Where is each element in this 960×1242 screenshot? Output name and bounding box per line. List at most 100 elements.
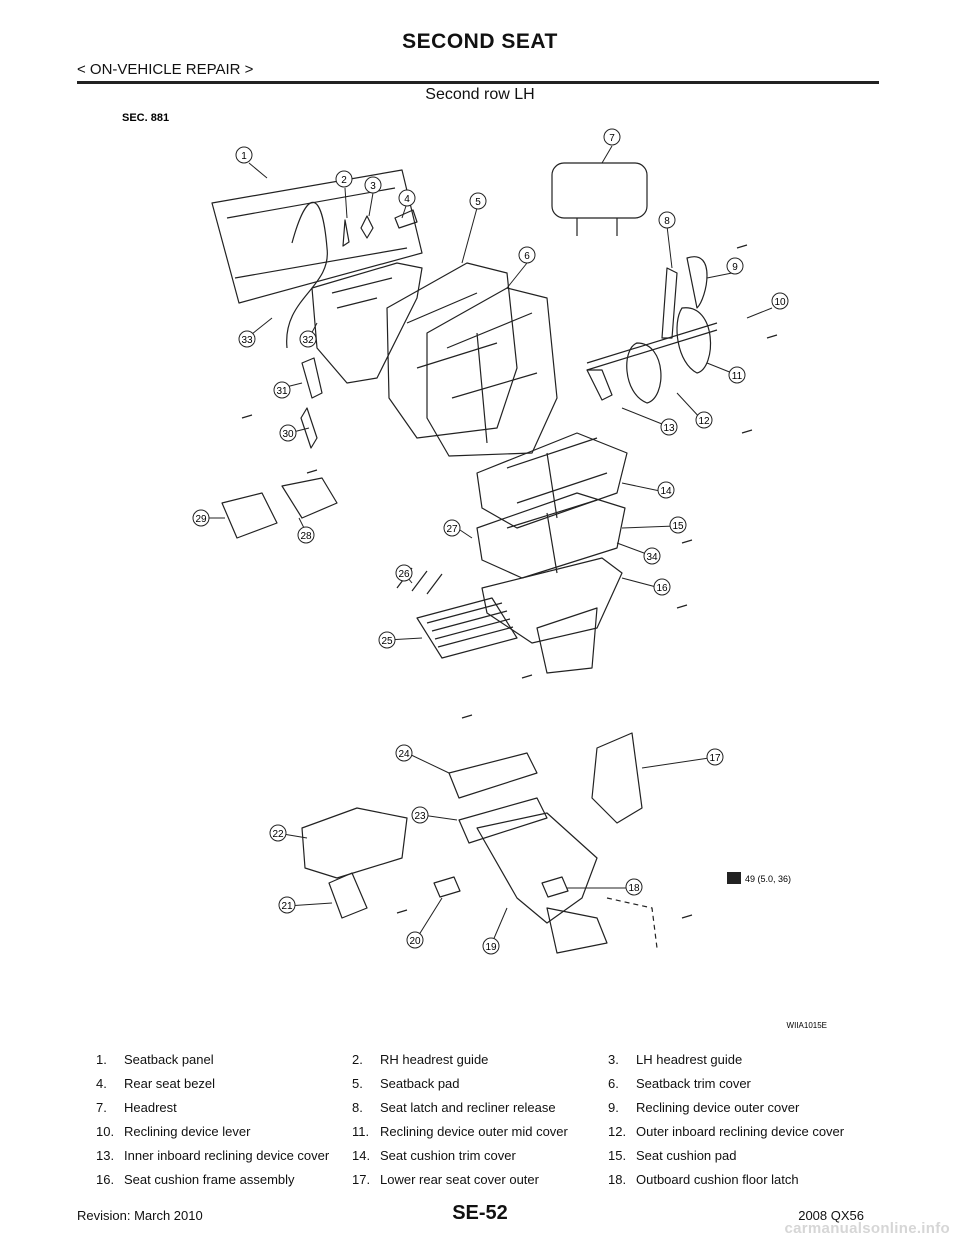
svg-text:49 (5.0, 36): 49 (5.0, 36) — [745, 874, 791, 884]
part-number: 17. — [352, 1172, 371, 1187]
part-23-shape — [458, 797, 548, 844]
part-name: LH headrest guide — [636, 1052, 743, 1067]
part-number: 2. — [352, 1052, 363, 1067]
svg-text:9: 9 — [732, 262, 738, 273]
callout-16: 16 — [653, 578, 671, 596]
part-name: Seat cushion pad — [636, 1148, 737, 1163]
torque-wrench-icon — [727, 872, 741, 884]
svg-text:6: 6 — [524, 251, 530, 262]
svg-text:33: 33 — [241, 335, 253, 346]
svg-text:34: 34 — [646, 552, 658, 563]
part-number: 6. — [608, 1076, 619, 1091]
svg-text:16: 16 — [656, 583, 668, 594]
part-24-shape — [448, 752, 538, 799]
callout-11: 11 — [728, 366, 746, 384]
svg-text:15: 15 — [672, 521, 684, 532]
part-name: Headrest — [124, 1100, 177, 1115]
torque-spec: 49 (5.0, 36) — [727, 872, 791, 884]
part-name: Reclining device lever — [124, 1124, 251, 1139]
svg-text:12: 12 — [698, 416, 710, 427]
figure-code: WIIA1015E — [787, 1021, 827, 1030]
svg-text:23: 23 — [414, 811, 426, 822]
svg-text:2: 2 — [341, 175, 347, 186]
callout-19: 19 — [482, 937, 500, 955]
svg-text:27: 27 — [446, 524, 458, 535]
section-subtitle: Second row LH — [425, 86, 535, 103]
callout-9: 9 — [726, 257, 744, 275]
part-entry: 4. Rear seat bezel — [96, 1076, 352, 1100]
callout-21: 21 — [278, 896, 296, 914]
callout-25: 25 — [378, 631, 396, 649]
part-entry: 16.Seat cushion frame assembly — [96, 1172, 352, 1196]
part-number: 11. — [352, 1124, 370, 1139]
callout-20: 20 — [406, 931, 424, 949]
part-entry: 12.Outer inboard reclining device cover — [608, 1124, 886, 1148]
callout-30: 30 — [279, 424, 297, 442]
exploded-seat-diagram: SEC. 881 — [122, 112, 827, 1030]
part-entry: 17.Lower rear seat cover outer — [352, 1172, 608, 1196]
callout-33: 33 — [238, 330, 256, 348]
svg-text:25: 25 — [381, 636, 393, 647]
svg-text:13: 13 — [663, 423, 675, 434]
svg-text:4: 4 — [404, 194, 410, 205]
part-name: Rear seat bezel — [124, 1076, 216, 1091]
callout-4: 4 — [398, 189, 416, 207]
callout-5: 5 — [469, 192, 487, 210]
svg-text:10: 10 — [774, 297, 786, 308]
callout-31: 31 — [273, 381, 291, 399]
callout-12: 12 — [695, 411, 713, 429]
callout-14: 14 — [657, 481, 675, 499]
watermark: carmanualsonline.info — [784, 1220, 950, 1237]
section-label: SEC. 881 — [122, 112, 169, 124]
svg-text:7: 7 — [609, 133, 615, 144]
svg-text:24: 24 — [398, 749, 410, 760]
svg-text:11: 11 — [732, 371, 743, 382]
parts-row: 7. Headrest 8. Seat latch and recliner rele… — [96, 1100, 886, 1124]
part-number: 4. — [96, 1076, 107, 1091]
svg-text:26: 26 — [398, 569, 410, 580]
callout-1: 1 — [235, 146, 253, 164]
part-name: Reclining device outer cover — [636, 1100, 800, 1115]
svg-text:3: 3 — [370, 181, 376, 192]
part-name: Seatback trim cover — [636, 1076, 751, 1091]
part-entry: 6. Seatback trim cover — [608, 1076, 886, 1100]
part-number: 7. — [96, 1100, 107, 1115]
part-entry: 7. Headrest — [96, 1100, 352, 1124]
part-number: 1. — [96, 1052, 107, 1067]
callout-6: 6 — [518, 246, 536, 264]
header-rule — [77, 81, 879, 84]
callout-10: 10 — [771, 292, 789, 310]
part-entry: 5.Seatback pad — [352, 1076, 608, 1100]
part-number: 8. — [352, 1100, 363, 1115]
svg-text:29: 29 — [195, 514, 207, 525]
svg-text:20: 20 — [409, 936, 421, 947]
part-number: 18. — [608, 1172, 627, 1187]
callout-3: 3 — [364, 176, 382, 194]
part-name: Reclining device outer mid cover — [380, 1124, 568, 1139]
callout-18: 18 — [625, 878, 643, 896]
part-entry: 10. Reclining device lever — [96, 1124, 352, 1148]
svg-text:22: 22 — [272, 829, 284, 840]
part-number: 10. — [96, 1124, 115, 1139]
svg-text:21: 21 — [281, 901, 293, 912]
callout-13: 13 — [660, 418, 678, 436]
part-entry: 8. Seat latch and recliner release — [352, 1100, 608, 1124]
seatback-panel-shape — [211, 169, 423, 304]
part-entry: 9.Reclining device outer cover — [608, 1100, 886, 1124]
callout-17: 17 — [706, 748, 724, 766]
seatback-trim-cover-shape — [426, 287, 558, 457]
page-code: SE-52 — [452, 1202, 508, 1224]
part-number: 3. — [608, 1052, 619, 1067]
vehicle-model: 2008 QX56 — [798, 1208, 864, 1223]
part-number: 14. — [352, 1148, 371, 1163]
callout-28: 28 — [297, 526, 315, 544]
callout-7: 7 — [603, 128, 621, 146]
part-entry: 15.Seat cushion pad — [608, 1148, 886, 1172]
seat-cushion-pad-shape — [476, 492, 626, 579]
callout-27: 27 — [443, 519, 461, 537]
callout-26: 26 — [395, 564, 413, 582]
part-name: Seat latch and recliner release — [380, 1100, 556, 1115]
svg-text:30: 30 — [282, 429, 294, 440]
